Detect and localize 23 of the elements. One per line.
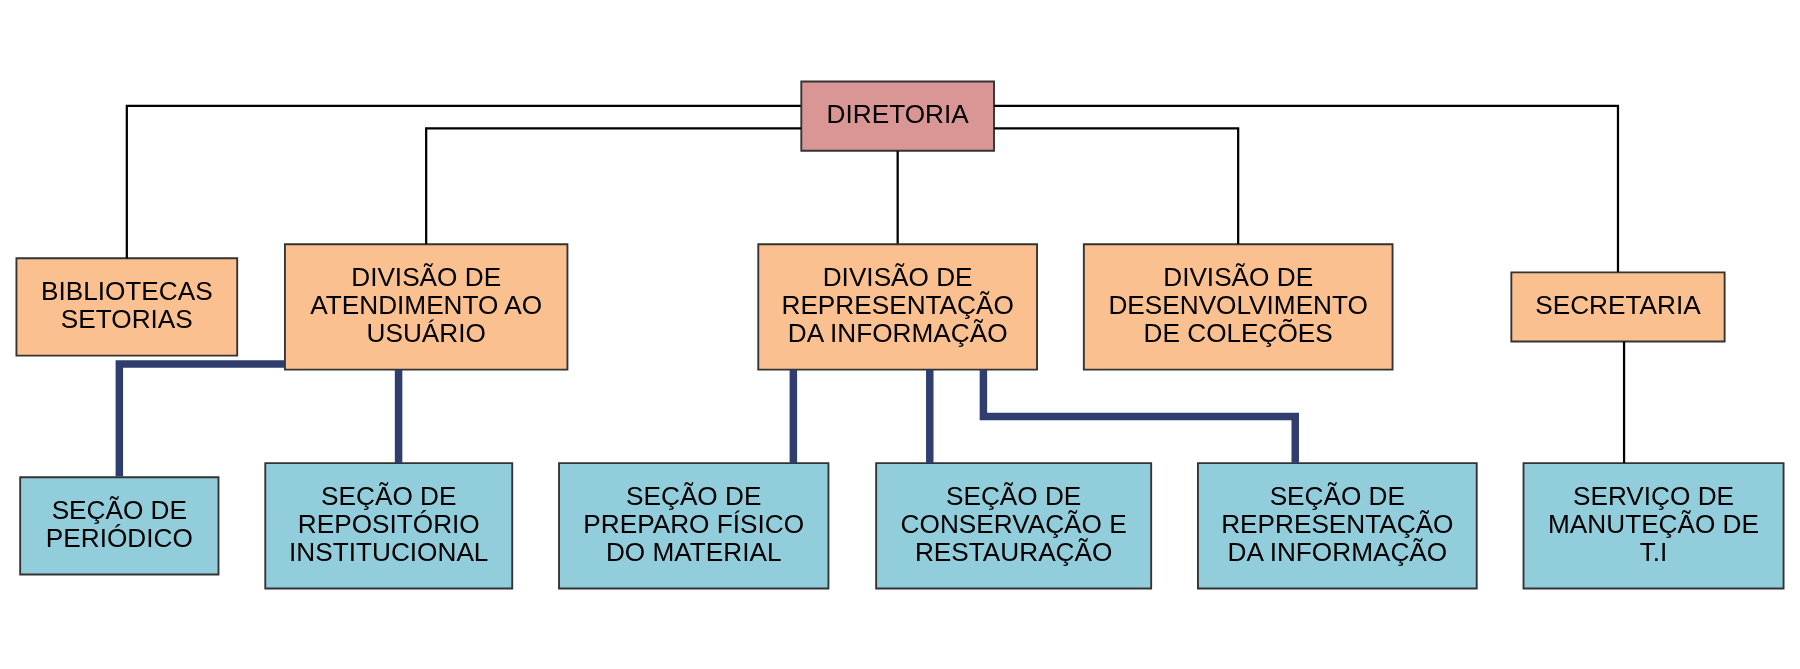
connector <box>125 104 801 258</box>
connector <box>994 104 1620 272</box>
node-box: DIVISÃO DE REPRESENTAÇÃO DA INFORMAÇÃO <box>757 242 1038 371</box>
node-box: SEÇÃO DE PERIÓDICO <box>19 475 220 575</box>
connector <box>926 369 934 463</box>
connector <box>425 126 802 244</box>
node-box: SEÇÃO DE PREPARO FÍSICO DO MATERIAL <box>558 461 830 589</box>
connector <box>896 150 899 244</box>
connector <box>994 126 1240 244</box>
connector <box>789 369 798 463</box>
node-box: DIRETORIA <box>800 80 995 152</box>
node-box: SEÇÃO DE CONSERVAÇÃO E RESTAURAÇÃO <box>875 461 1153 589</box>
node-box: SEÇÃO DE REPOSITÓRIO INSTITUCIONAL <box>264 461 514 589</box>
connector <box>115 359 285 476</box>
node-box: SECRETARIA <box>1510 270 1726 342</box>
node-box: SERVIÇO DE MANUTEÇÃO DE T.I <box>1522 461 1785 589</box>
connector <box>394 369 403 463</box>
node-box: DIVISÃO DE ATENDIMENTO AO USUÁRIO <box>284 242 569 371</box>
node-box: SEÇÃO DE REPRESENTAÇÃO DA INFORMAÇÃO <box>1197 461 1478 589</box>
connector <box>979 369 1299 463</box>
node-box: BIBLIOTECAS SETORIAS <box>15 256 239 356</box>
connector <box>1622 341 1626 463</box>
node-box: DIVISÃO DE DESENVOLVIMENTO DE COLEÇÕES <box>1082 242 1394 371</box>
